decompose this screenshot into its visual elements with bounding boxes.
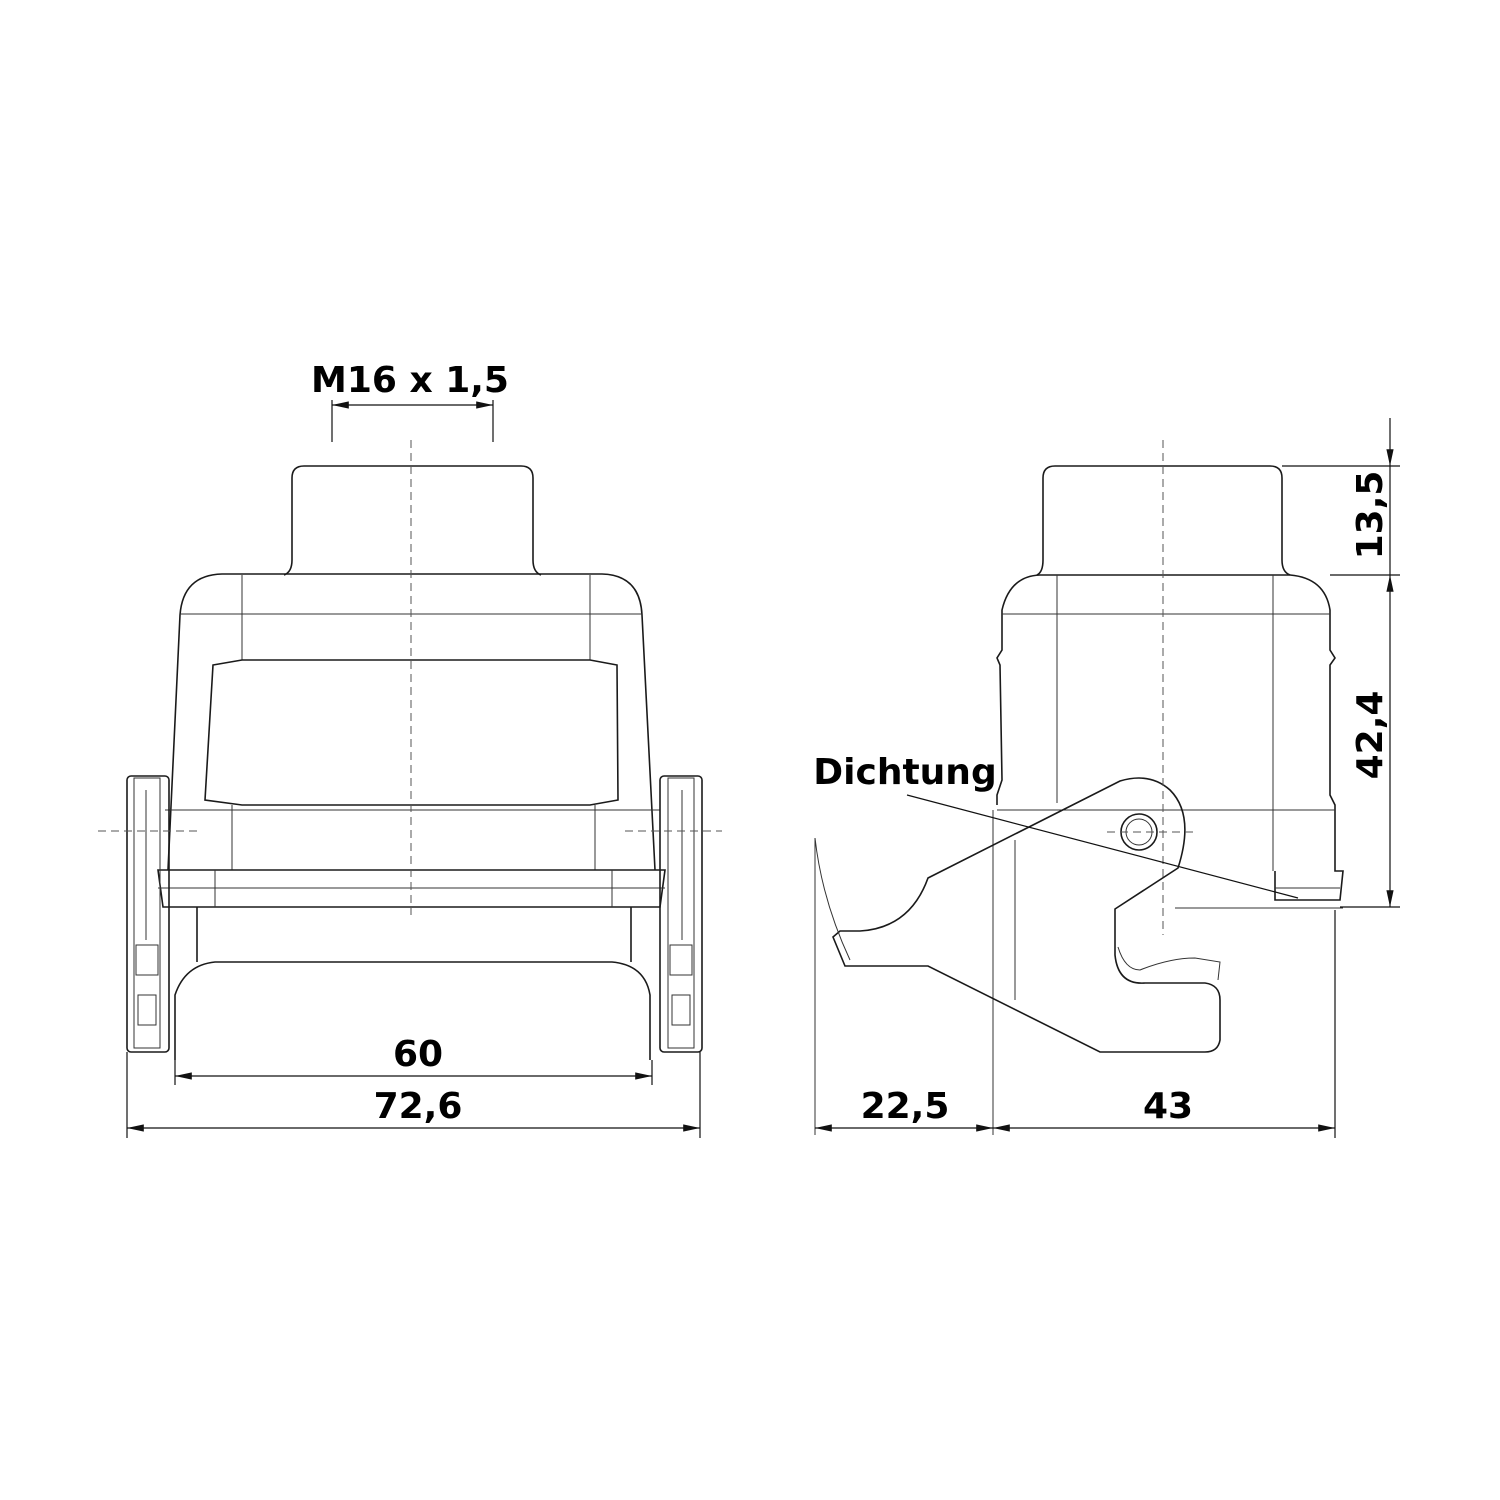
seal-leader-line [906,794,1299,899]
front-cable-boss [283,465,542,576]
locking-lever [832,777,1221,1053]
thread-label: M16 x 1,5 [311,360,509,401]
width-60-label: 60 [393,1034,443,1075]
side-housing-outline [996,574,1344,901]
front-lower-opening [174,907,651,1060]
right-latch [659,775,703,1053]
front-housing-outline [167,573,656,871]
left-latch [126,775,170,1053]
depth-22-5-label: 22,5 [861,1086,950,1127]
front-band [204,659,619,806]
side-view: Dichtung 22,5 43 13,5 42,4 [813,418,1400,1138]
front-view: M16 x 1,5 60 72,6 [98,360,722,1138]
height-13-5-label: 13,5 [1350,471,1391,560]
height-42-4-label: 42,4 [1350,691,1391,780]
seal-label: Dichtung [813,752,996,793]
depth-43-label: 43 [1143,1086,1193,1127]
width-72-6-label: 72,6 [374,1086,463,1127]
